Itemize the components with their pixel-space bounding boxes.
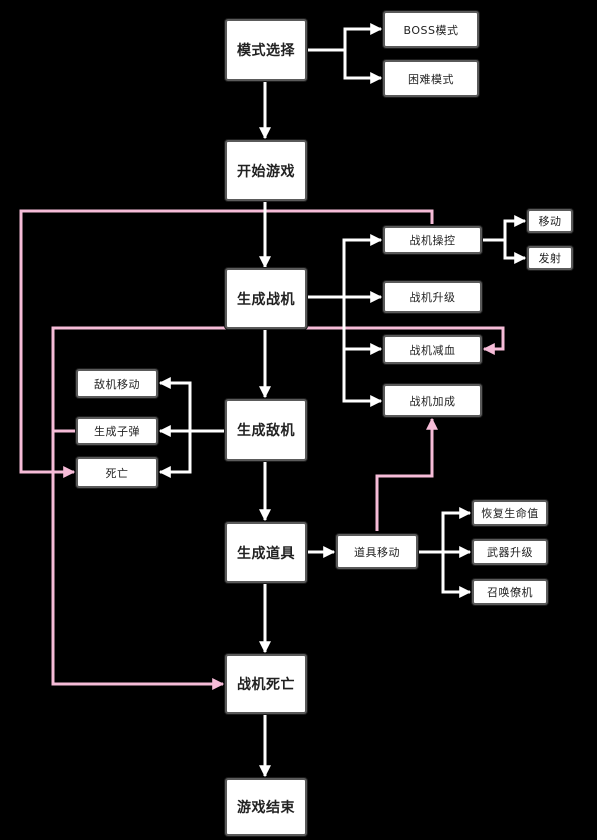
node-death[interactable]: 死亡 <box>76 457 158 488</box>
edge-mode-branch-hard <box>343 50 383 84</box>
node-player-hp-down[interactable]: 战机减血 <box>383 335 482 364</box>
node-player-death[interactable]: 战机死亡 <box>225 654 307 714</box>
edge-mode-branch-boss <box>307 23 383 52</box>
node-enemy-move[interactable]: 敌机移动 <box>76 369 158 398</box>
node-start-game[interactable]: 开始游戏 <box>225 140 307 201</box>
node-spawn-bullet[interactable]: 生成子弹 <box>76 417 158 445</box>
node-weapon-upgrade[interactable]: 武器升级 <box>472 539 548 565</box>
node-hard-mode[interactable]: 困难模式 <box>383 60 479 97</box>
node-spawn-enemy[interactable]: 生成敌机 <box>225 399 307 461</box>
node-player-hp-up[interactable]: 战机加成 <box>383 384 482 417</box>
edge-item-move-to-restore <box>441 507 472 552</box>
edge-enemy-to-death <box>158 431 192 478</box>
edge-player-to-hp-up <box>342 349 383 407</box>
node-mode-select[interactable]: 模式选择 <box>225 19 307 81</box>
node-summon-wingman[interactable]: 召唤僚机 <box>472 579 548 605</box>
edge-bullet-to-player-death <box>51 429 225 690</box>
node-move[interactable]: 移动 <box>527 209 573 233</box>
edge-player-to-control <box>342 234 383 297</box>
edge-item-to-hp-up <box>375 417 438 531</box>
node-spawn-item[interactable]: 生成道具 <box>225 522 307 583</box>
node-game-over[interactable]: 游戏结束 <box>225 778 307 836</box>
node-player-upgrade[interactable]: 战机升级 <box>383 281 482 313</box>
edge-loop-to-hp-down <box>51 326 505 431</box>
edge-control-to-fire <box>503 240 527 264</box>
node-player-control[interactable]: 战机操控 <box>383 226 482 254</box>
node-item-move[interactable]: 道具移动 <box>336 534 418 569</box>
node-boss-mode[interactable]: BOSS模式 <box>383 11 479 48</box>
edge-control-to-death <box>19 209 434 478</box>
edge-enemy-to-enemy-move <box>158 377 192 431</box>
node-restore-hp[interactable]: 恢复生命值 <box>472 500 548 526</box>
edge-item-move-to-summon <box>441 552 472 598</box>
edge-player-to-hp-down <box>342 297 383 355</box>
edge-control-to-move <box>482 215 527 242</box>
node-spawn-player[interactable]: 生成战机 <box>225 268 307 329</box>
node-fire[interactable]: 发射 <box>527 246 573 270</box>
